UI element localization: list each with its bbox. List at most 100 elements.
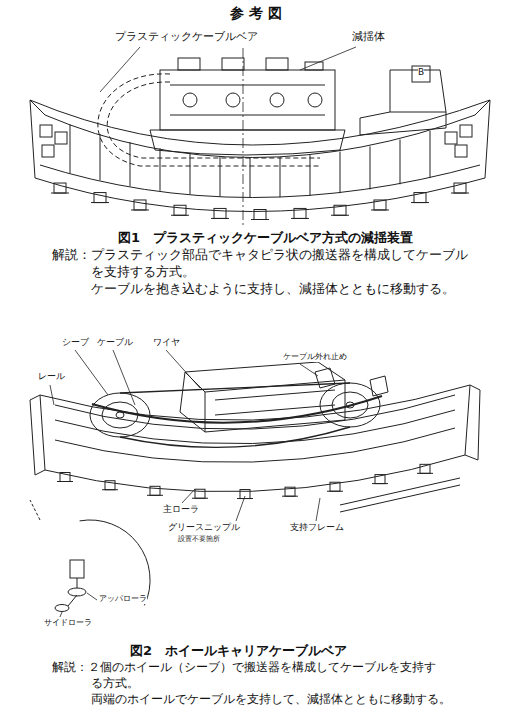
- part-label: プラスティックケーブルベア: [115, 31, 258, 43]
- leader-line: [100, 47, 140, 92]
- part-label: レール: [38, 372, 65, 382]
- figure-caption: 図2 ホイールキャリアケーブルベア: [130, 644, 347, 658]
- part-label: ケーブル外れ止め: [283, 353, 347, 362]
- support-leg: [285, 487, 295, 496]
- support-leg: [451, 193, 469, 194]
- part-label: 主ローラ: [163, 505, 199, 515]
- sheave: [102, 402, 138, 428]
- support-leg: [91, 202, 109, 203]
- carrier-tray: [465, 385, 480, 460]
- carrier-tray: [30, 395, 45, 475]
- wire: [120, 427, 350, 447]
- isolation-tray: [485, 100, 490, 178]
- wire: [120, 383, 350, 447]
- isolated-body: [150, 58, 446, 155]
- center-line: [243, 48, 244, 228]
- page-title: 参 考 図: [230, 6, 282, 21]
- isolation-tray: [455, 145, 467, 157]
- cable-stopper: [315, 368, 335, 388]
- support-leg: [420, 464, 430, 473]
- part-label: ワイヤ: [153, 338, 180, 348]
- roller-detail: [70, 560, 84, 578]
- leader-line: [316, 498, 320, 521]
- support-leg: [417, 473, 433, 474]
- isolated-body: [183, 93, 197, 107]
- support-leg: [105, 481, 115, 490]
- isolated-body: [222, 58, 244, 70]
- plastic-cable-carrier: [98, 74, 320, 166]
- support-leg: [254, 210, 266, 220]
- leader-line: [100, 47, 356, 92]
- roller-detail: [30, 500, 40, 520]
- isolated-body: [226, 93, 240, 107]
- isolation-tray: [445, 132, 457, 144]
- support-leg: [60, 473, 70, 482]
- support-leg: [411, 202, 429, 203]
- cable: [92, 396, 382, 423]
- leader-line: [236, 496, 245, 521]
- roller-detail: [55, 605, 69, 612]
- support-leg: [294, 208, 306, 218]
- part-label: ケーブル: [97, 338, 133, 348]
- cable-stopper: [370, 376, 388, 396]
- roller-detail: [77, 578, 78, 588]
- isolated-body: [305, 62, 323, 70]
- tray-rib: [100, 134, 101, 180]
- support-leg: [102, 489, 118, 490]
- explanation-text: 両端のホイールでケーブルを支持して、減揺体とともに移動する。: [91, 693, 451, 706]
- plastic-cable-carrier: [107, 82, 320, 158]
- carrier-tray: [30, 385, 480, 492]
- roller-detail: [68, 588, 86, 596]
- figure-caption: 図1 プラスティックケーブルベア方式の減揺装置: [118, 231, 413, 245]
- tray-rib: [400, 140, 401, 185]
- support-leg: [375, 475, 385, 484]
- explanation-text: る方式。: [91, 677, 139, 690]
- leader-line: [300, 364, 318, 376]
- part-label: アッパローラ: [99, 595, 147, 604]
- part-label: サイドローラ: [44, 619, 92, 628]
- isolation-tray: [460, 125, 472, 137]
- leader-line: [60, 612, 62, 617]
- roller-detail: [68, 595, 77, 606]
- support-leg: [414, 193, 426, 203]
- sheave: [116, 412, 124, 418]
- leader-line: [300, 47, 356, 70]
- support-leg: [374, 200, 386, 210]
- tray-rib: [190, 153, 191, 194]
- support-leg: [291, 218, 309, 219]
- cable: [92, 396, 382, 423]
- explanation-text: 解説：プラスティック部品でキャタピラ状の搬送器を構成してケーブル: [52, 248, 468, 262]
- isolated-body: [360, 112, 446, 135]
- support-leg: [327, 491, 343, 492]
- tray-rib: [220, 156, 221, 196]
- isolation-tray: [55, 132, 67, 144]
- support-leg: [51, 183, 469, 219]
- isolation-tray: [30, 100, 35, 178]
- support-leg: [214, 208, 226, 218]
- isolated-body: [150, 130, 345, 155]
- isolated-body: [178, 58, 200, 70]
- support-leg: [454, 183, 466, 193]
- wire: [120, 383, 350, 393]
- isolation-tray: [35, 178, 485, 212]
- support-frame: [340, 478, 460, 512]
- part-label: 支持フレーム: [290, 523, 344, 533]
- tray-rib: [250, 157, 251, 197]
- support-leg: [131, 209, 149, 210]
- isolated-body: [215, 390, 335, 415]
- support-leg: [134, 200, 146, 210]
- support-leg: [240, 490, 250, 499]
- isolation-tray: [30, 100, 490, 115]
- leader-line: [50, 350, 320, 617]
- isolated-body: [308, 93, 322, 107]
- roller-detail: [80, 520, 150, 605]
- isolated-body: [266, 58, 288, 70]
- support-leg: [282, 496, 298, 497]
- support-leg: [251, 219, 269, 220]
- carrier-tray: [55, 428, 455, 462]
- part-label: シーブ: [62, 338, 89, 348]
- tray-rib: [430, 131, 431, 178]
- note-text: 設置不要箇所: [178, 536, 220, 544]
- support-leg: [330, 482, 340, 491]
